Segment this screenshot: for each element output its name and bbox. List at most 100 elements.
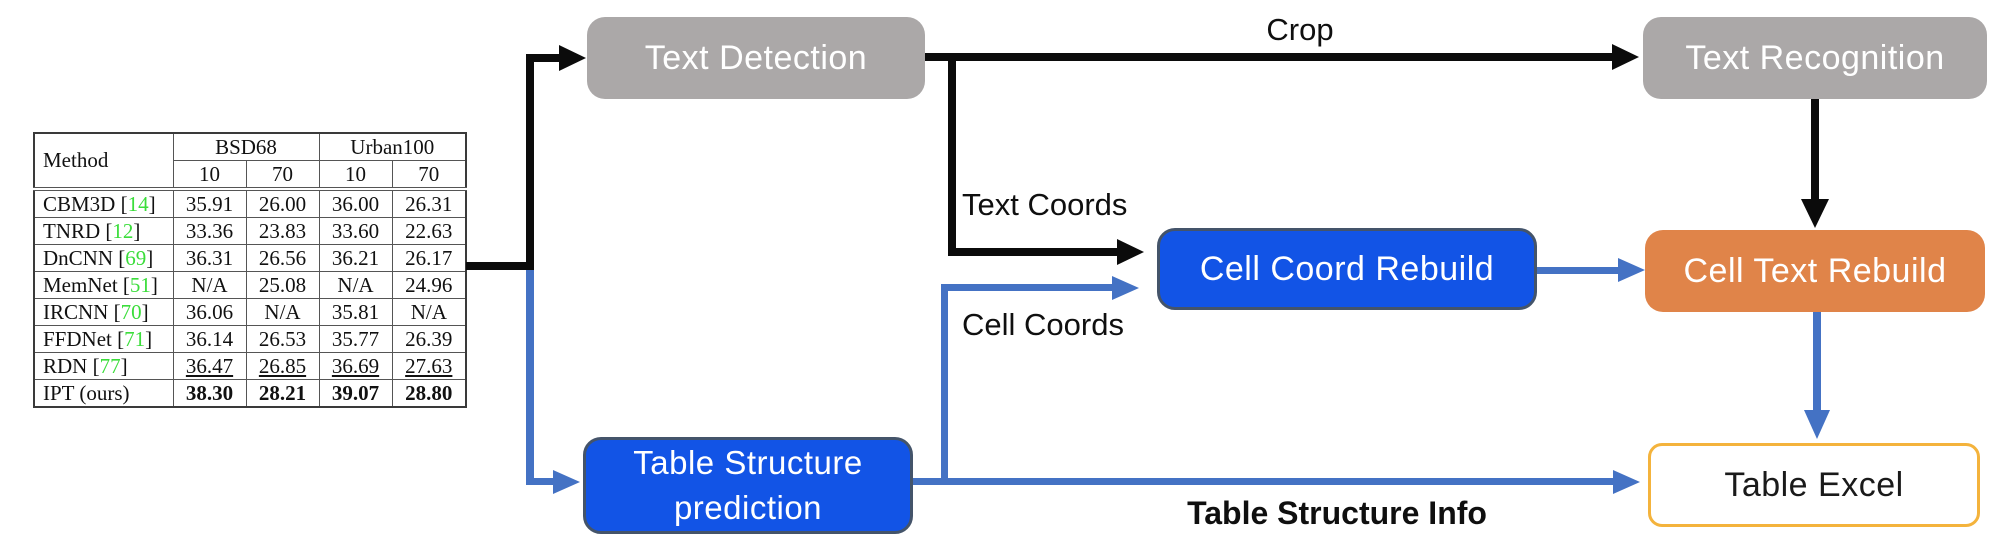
method-cell: RDN [77]	[33, 352, 174, 380]
edge-crop	[925, 53, 1613, 61]
value-cell: 33.60	[318, 217, 393, 245]
edge-coord-to-text-rebuild	[1537, 267, 1619, 274]
method-name: IRCNN [	[43, 299, 121, 324]
value-cell: 28.21	[245, 379, 320, 408]
value-cell: 38.30	[172, 379, 247, 408]
value-cell: 39.07	[318, 379, 393, 408]
arrowhead-cell-text-rebuild-top	[1801, 199, 1829, 228]
value-cell: N/A	[245, 298, 320, 326]
method-cell: FFDNet [71]	[33, 325, 174, 353]
citation-number: 14	[127, 191, 149, 216]
edge-label-crop: Crop	[1266, 12, 1334, 47]
arrowhead-cell-coord-rebuild-blue	[1112, 276, 1139, 300]
node-cell-coord-rebuild-label: Cell Coord Rebuild	[1199, 249, 1495, 288]
edge-table-output	[466, 262, 530, 270]
value-cell: N/A	[391, 298, 467, 326]
value-cell: 33.36	[172, 217, 247, 245]
arrowhead-text-detection	[559, 45, 586, 71]
value-cell: 23.83	[245, 217, 320, 245]
value-cell: 26.00	[245, 187, 320, 218]
method-cell: MemNet [51]	[33, 271, 174, 299]
table-row: DnCNN [69] 36.31 26.56 36.21 26.17	[33, 244, 467, 272]
table-row: IPT (ours) 38.30 28.21 39.07 28.80	[33, 379, 467, 408]
arrowhead-structure-prediction	[553, 470, 580, 494]
citation-number: 70	[120, 299, 142, 324]
arrowhead-cell-coord-rebuild-black	[1117, 239, 1144, 265]
value-cell: 22.63	[391, 217, 467, 245]
table-header-row-groups: Method BSD68 Urban100	[33, 132, 467, 190]
node-cell-text-rebuild-label: Cell Text Rebuild	[1683, 251, 1947, 290]
value-cell: 26.17	[391, 244, 467, 272]
value-cell: 35.91	[172, 187, 247, 218]
method-name-close: ]	[133, 218, 141, 243]
value-cell: N/A	[172, 271, 247, 299]
table-header-row-noise: 10 70 10 70	[34, 160, 467, 190]
value-cell: 28.80	[391, 379, 467, 408]
value-cell: 26.56	[245, 244, 320, 272]
node-table-structure-prediction: Table Structure prediction	[583, 437, 913, 534]
method-cell: DnCNN [69]	[33, 244, 174, 272]
value-cell: 35.81	[318, 298, 393, 326]
method-name: RDN [	[43, 353, 100, 378]
node-table-structure-prediction-line2: prediction	[673, 488, 823, 526]
value-cell: 36.21	[318, 244, 393, 272]
arrowhead-cell-text-rebuild-left	[1618, 258, 1645, 282]
edge-rebuild-to-excel	[1813, 312, 1821, 410]
value-cell: 36.00	[318, 187, 393, 218]
method-name: DnCNN [	[43, 245, 126, 270]
method-name-close: ]	[145, 326, 153, 351]
table-header-method: Method	[33, 132, 174, 190]
method-name-close: ]	[150, 272, 158, 297]
table-row: IRCNN [70] 36.06 N/A 35.81 N/A	[33, 298, 467, 326]
edge-split-down	[526, 270, 534, 485]
citation-number: 69	[125, 245, 147, 270]
edge-recognition-to-rebuild	[1811, 99, 1819, 200]
arrowhead-table-excel-top	[1804, 410, 1830, 439]
method-name-close: ]	[120, 353, 128, 378]
value-cell: 26.31	[391, 187, 467, 218]
table-row: MemNet [51] N/A 25.08 N/A 24.96	[33, 271, 467, 299]
value-cell: 24.96	[391, 271, 467, 299]
node-text-recognition-label: Text Recognition	[1685, 38, 1945, 77]
method-name-close: ]	[148, 191, 156, 216]
citation-number: 77	[99, 353, 121, 378]
edge-table-structure-info	[913, 478, 1613, 485]
edge-split-up	[526, 54, 534, 270]
method-name: MemNet [	[43, 272, 130, 297]
citation-number: 12	[112, 218, 134, 243]
edge-label-table-structure-info: Table Structure Info	[1187, 495, 1487, 531]
edge-label-cell-coords: Cell Coords	[962, 307, 1124, 342]
node-table-excel-label: Table Excel	[1724, 465, 1904, 504]
method-cell: TNRD [12]	[33, 217, 174, 245]
table-header-urban100: Urban100	[318, 132, 467, 161]
value-cell: 25.08	[245, 271, 320, 299]
method-name: FFDNet [	[43, 326, 125, 351]
table-row: CBM3D [14] 35.91 26.00 36.00 26.31	[33, 187, 467, 218]
value-cell: N/A	[318, 271, 393, 299]
value-cell: 26.39	[391, 325, 467, 353]
table-header-bsd68: BSD68	[172, 132, 320, 161]
method-cell: IRCNN [70]	[33, 298, 174, 326]
method-cell: CBM3D [14]	[33, 187, 174, 218]
citation-number: 51	[129, 272, 151, 297]
method-name: IPT (ours)	[43, 380, 130, 405]
edge-text-coords-vertical	[948, 61, 956, 256]
table-header-noise-10: 10	[172, 160, 247, 190]
edge-to-text-detection	[526, 54, 560, 62]
edge-cell-coords-vertical	[941, 288, 948, 478]
edge-text-coords-horizontal	[948, 248, 1118, 256]
edge-cell-coords-horizontal	[941, 284, 1113, 291]
results-table: Method BSD68 Urban100 10 70 10 70 CBM3D …	[33, 132, 468, 408]
node-text-recognition: Text Recognition	[1643, 17, 1987, 99]
method-name-close: ]	[141, 299, 149, 324]
value-cell: 36.69	[318, 352, 393, 380]
table-row: FFDNet [71] 36.14 26.53 35.77 26.39	[33, 325, 467, 353]
method-cell: IPT (ours)	[33, 379, 174, 408]
value-cell: 36.31	[172, 244, 247, 272]
table-row: TNRD [12] 33.36 23.83 33.60 22.63	[33, 217, 467, 245]
value-cell: 27.63	[391, 352, 467, 380]
node-cell-text-rebuild: Cell Text Rebuild	[1645, 230, 1985, 312]
node-table-structure-prediction-line1: Table Structure	[633, 443, 863, 481]
node-table-excel: Table Excel	[1648, 443, 1980, 527]
